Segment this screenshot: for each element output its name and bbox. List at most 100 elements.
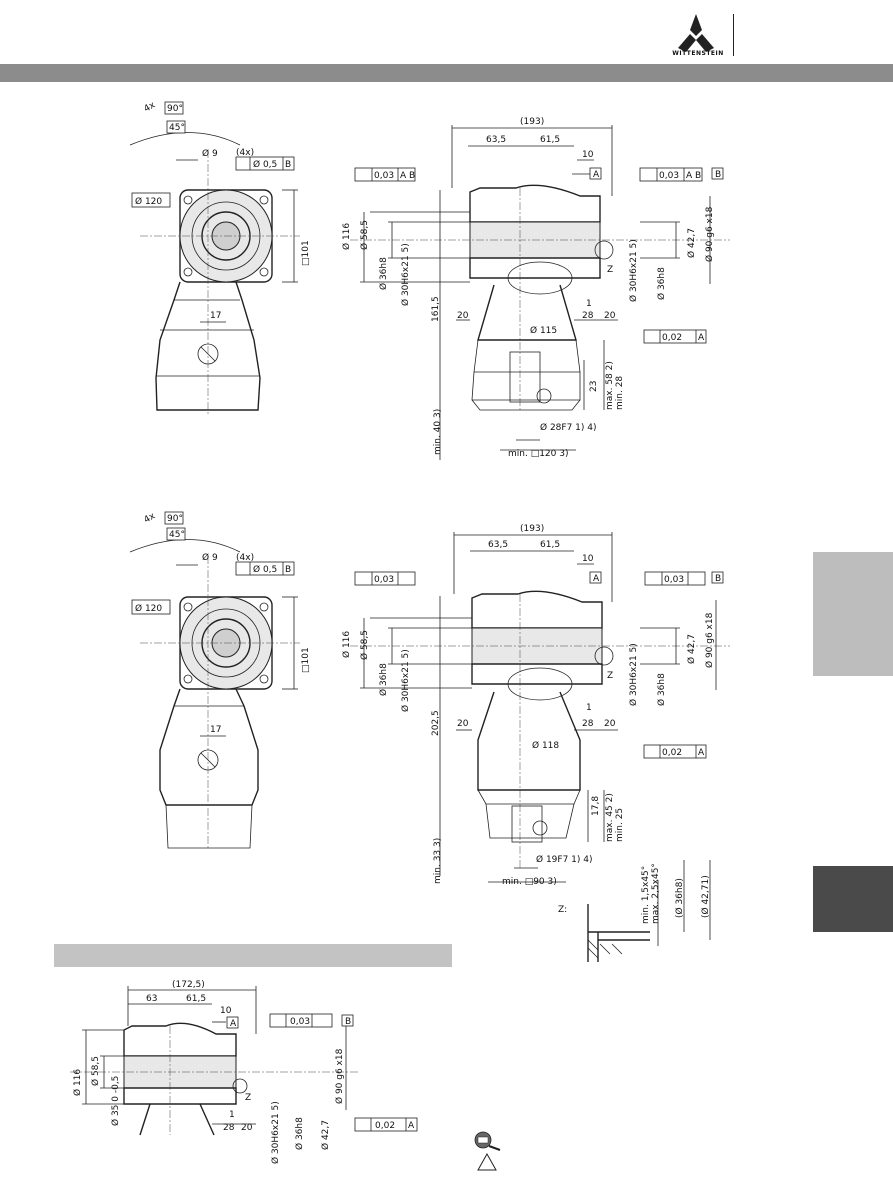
runout-left-value-2: 0,03 (374, 575, 394, 585)
header-divider (733, 14, 734, 56)
dim-10-2: 10 (582, 554, 594, 564)
inspection-icon (474, 1131, 501, 1151)
runout-left-datums: A B (400, 171, 415, 181)
runout-left-value: 0,03 (374, 171, 394, 181)
datum-b: B (715, 170, 721, 180)
warning-triangle-icon (477, 1152, 497, 1171)
angle-45-2: 45° (169, 530, 185, 540)
wittenstein-logo-icon (678, 14, 714, 52)
perpendicularity: 0,02 (662, 333, 682, 343)
dia-36-h8-right: Ø 30H6x21 5) (628, 239, 639, 302)
min-33: min. 33 3) (433, 838, 443, 884)
dia-30-bore: Ø 30H6x21 5) (400, 243, 411, 306)
datum-a-3: A (230, 1019, 237, 1029)
front-view-2: 4x 90° 45° Ø 9 (4x) Ø 0,5 B Ø 120 □101 1… (129, 511, 311, 850)
overall-length-2: (193) (520, 524, 544, 534)
perp-datum-2: A (698, 748, 705, 758)
dia-58-5: Ø 58,5 (359, 220, 370, 250)
runout-right-value-2: 0,03 (664, 575, 684, 585)
detail-z: Z: min. 1,5x45° max. 2,5x45° (Ø 36h8) (Ø… (558, 860, 711, 962)
angle-count-2: 4x (143, 511, 158, 526)
dia-30-bore-3: Ø 30H6x21 5) (270, 1101, 281, 1164)
side-view-3: (172,5) 63 61,5 10 A 0,03 B Ø 116 Ø 58,5… (70, 980, 418, 1164)
dia-28-f7: Ø 28F7 1) 4) (540, 422, 597, 433)
height-161-5: 161,5 (431, 296, 441, 322)
dim-63-5: 63,5 (486, 135, 506, 145)
dim-1-2: 1 (586, 703, 592, 713)
header-bar (0, 64, 893, 82)
dia-116: Ø 116 (341, 223, 352, 250)
runout-right-datums: A B (686, 171, 701, 181)
logo-text: WITTENSTEIN (672, 50, 724, 57)
key-width: 17 (210, 311, 221, 321)
overall-length: (193) (520, 117, 544, 127)
min-28: min. 28 (615, 376, 625, 410)
dia-118: Ø 118 (532, 740, 559, 751)
dia-90-pilot-2: Ø 90 g6 x18 (704, 612, 715, 668)
dim-61-5-3: 61,5 (186, 994, 206, 1004)
detail-z-label: Z: (558, 905, 567, 915)
perp-datum: A (698, 333, 705, 343)
dim-20-right: 20 (604, 311, 616, 321)
front-view-1: 4x 90° 45° Ø 9 (4x) Ø 0,5 B Ø 120 □101 1… (129, 100, 311, 415)
dia-42-7-3: Ø 42,7 (320, 1120, 331, 1150)
side-view-1: (193) 63,5 61,5 10 0,03 A B 0,03 A B A B… (341, 117, 730, 460)
dia-58-5-3: Ø 58,5 (90, 1056, 101, 1086)
dim-63-5-2: 63,5 (488, 540, 508, 550)
dim-20-left-2: 20 (457, 719, 469, 729)
dia-36-right: Ø 36h8 (656, 267, 667, 300)
runout-value-3: 0,03 (290, 1017, 310, 1027)
overall-length-3: (172,5) (172, 980, 205, 990)
dim-28-3: 28 (223, 1123, 235, 1133)
dia-30-bore-2: Ø 30H6x21 5) (400, 649, 411, 712)
hole-diameter: Ø 9 (202, 148, 218, 159)
dia-19-f7: Ø 19F7 1) 4) (536, 854, 593, 865)
dia-30-bore-right-2: Ø 30H6x21 5) (628, 643, 639, 706)
key-width-2: 17 (210, 725, 221, 735)
side-tab-light[interactable] (813, 552, 893, 676)
chamfer-max: max. 2,5x45° (651, 863, 661, 924)
dim-61-5-2: 61,5 (540, 540, 560, 550)
dim-10-3: 10 (220, 1006, 232, 1016)
datum-b-2: B (715, 574, 721, 584)
max-45: max. 45 2) (605, 793, 615, 842)
min-sq-90: min. □90 3) (502, 877, 557, 887)
side-view-2: (193) 63,5 61,5 10 0,03 0,03 A B Ø 116 Ø… (341, 524, 730, 887)
angle-90: 90° (167, 104, 183, 114)
perpendicularity-2: 0,02 (662, 748, 682, 758)
perp-datum-3: A (408, 1121, 415, 1131)
hole-diameter-2: Ø 9 (202, 552, 218, 563)
dim-20-right-2: 20 (604, 719, 616, 729)
dia-116-3: Ø 116 (72, 1069, 83, 1096)
datum-b-ref-2: B (285, 565, 291, 575)
dia-116-2: Ø 116 (341, 631, 352, 658)
dia-90-pilot-3: Ø 90 g6 x18 (334, 1048, 345, 1104)
dim-1-3: 1 (229, 1110, 235, 1120)
flange-square: □101 (301, 240, 311, 266)
perpendicularity-3: 0,02 (375, 1121, 395, 1131)
detail-dia-42: (Ø 42,71) (700, 875, 711, 918)
hole-count: (4x) (236, 148, 254, 158)
dia-42-7-2: Ø 42,7 (686, 634, 697, 664)
hole-count-2: (4x) (236, 553, 254, 563)
detail-z-ref: Z (607, 265, 613, 275)
height-202-5: 202,5 (431, 710, 441, 736)
dia-35: Ø 35 0 -0,5 (110, 1076, 121, 1126)
dim-61-5: 61,5 (540, 135, 560, 145)
dia-36-h8: Ø 36h8 (378, 257, 389, 290)
dim-17-8: 17,8 (591, 796, 601, 816)
max-58: max. 58 2) (605, 361, 615, 410)
flange-square-2: □101 (301, 647, 311, 673)
dim-28-2: 28 (582, 719, 594, 729)
dia-36-h8-2: Ø 36h8 (378, 663, 389, 696)
side-tab-dark[interactable] (813, 866, 893, 932)
bolt-circle-diameter-2: Ø 120 (135, 603, 162, 614)
chamfer-min: min. 1,5x45° (641, 866, 651, 924)
dim-20-3: 20 (241, 1123, 253, 1133)
datum-a: A (593, 170, 600, 180)
dia-115: Ø 115 (530, 325, 557, 336)
angle-90-2: 90° (167, 514, 183, 524)
dia-36-right-2: Ø 36h8 (656, 673, 667, 706)
angle-count: 4x (143, 100, 158, 115)
